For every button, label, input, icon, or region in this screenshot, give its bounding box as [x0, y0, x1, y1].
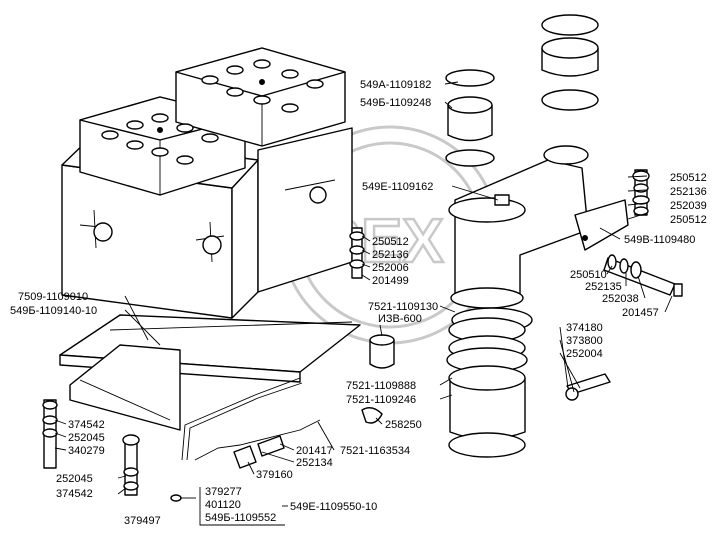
label-401120: 401120: [205, 499, 241, 511]
label-252045-a: 252045: [68, 432, 105, 444]
label-252045-b: 252045: [56, 473, 93, 485]
label-379160: 379160: [256, 469, 293, 481]
label-250512-a: 250512: [670, 172, 707, 184]
label-201499: 201499: [372, 275, 409, 287]
label-379277: 379277: [205, 486, 242, 498]
label-7521-1109130: 7521-1109130: [368, 301, 438, 313]
battery-tray-frame: [59, 314, 361, 431]
label-549e-1109162: 549Е-1109162: [362, 181, 433, 193]
battery-caps: [101, 59, 324, 165]
clamp-bolt: [565, 373, 611, 401]
small-clip: [170, 407, 383, 502]
label-549b-1109248: 549Б-1109248: [360, 97, 431, 109]
leader-lines: [54, 81, 673, 507]
label-374542-a: 374542: [68, 419, 105, 431]
filter-cartridge: [369, 334, 395, 369]
label-7509-1109010: 7509-1109010: [18, 291, 88, 303]
label-374542-b: 374542: [56, 488, 93, 500]
label-201417: 201417: [296, 445, 333, 457]
label-379497: 379497: [124, 515, 161, 527]
label-250512-b: 250512: [670, 214, 707, 226]
lower-bolt-stack: [122, 434, 140, 496]
label-549a-1109182: 549А-1109182: [360, 79, 431, 91]
label-252136-b: 252136: [372, 249, 409, 261]
right-bolt-horizontal: [603, 254, 683, 297]
label-7521-1109246: 7521-1109246: [346, 394, 416, 406]
left-fastener-stack: [42, 399, 58, 469]
label-250512-c: 250512: [372, 236, 409, 248]
label-252039: 252039: [670, 200, 707, 212]
label-252038: 252038: [602, 293, 639, 305]
oil-bath-bowl: [446, 317, 528, 458]
label-201457: 201457: [622, 307, 659, 319]
hose-clamp-set: [445, 69, 495, 167]
part-labels: 549А-1109182 549Б-1109248 549Е-1109162 2…: [10, 79, 707, 527]
label-252134: 252134: [296, 457, 333, 469]
group-bracket: [199, 487, 285, 526]
label-374180: 374180: [566, 322, 603, 334]
label-izv-600: ИЗВ-600: [378, 313, 422, 325]
center-fastener-stack: [349, 227, 365, 279]
label-252136-a: 252136: [670, 186, 707, 198]
label-549b-1109552: 549Б-1109552: [205, 512, 276, 524]
label-373800: 373800: [566, 335, 603, 347]
label-250510: 250510: [570, 269, 607, 281]
mounting-bracket: [574, 199, 629, 251]
air-cleaner-body: [448, 145, 589, 333]
label-7521-1109888: 7521-1109888: [346, 380, 416, 392]
label-7521-1163534: 7521-1163534: [340, 445, 410, 457]
label-340279: 340279: [68, 445, 105, 457]
label-252135: 252135: [585, 281, 622, 293]
label-252004: 252004: [566, 348, 603, 360]
label-258250: 258250: [385, 419, 422, 431]
label-549v-1109480: 549В-1109480: [624, 234, 695, 246]
label-549b-1109140-10: 549Б-1109140-10: [10, 305, 97, 317]
label-549e-1109550-10: 549Е-1109550-10: [290, 501, 377, 513]
label-252006: 252006: [372, 262, 409, 274]
intake-clamp-rings: [541, 14, 599, 111]
brace-rod: [181, 377, 321, 461]
